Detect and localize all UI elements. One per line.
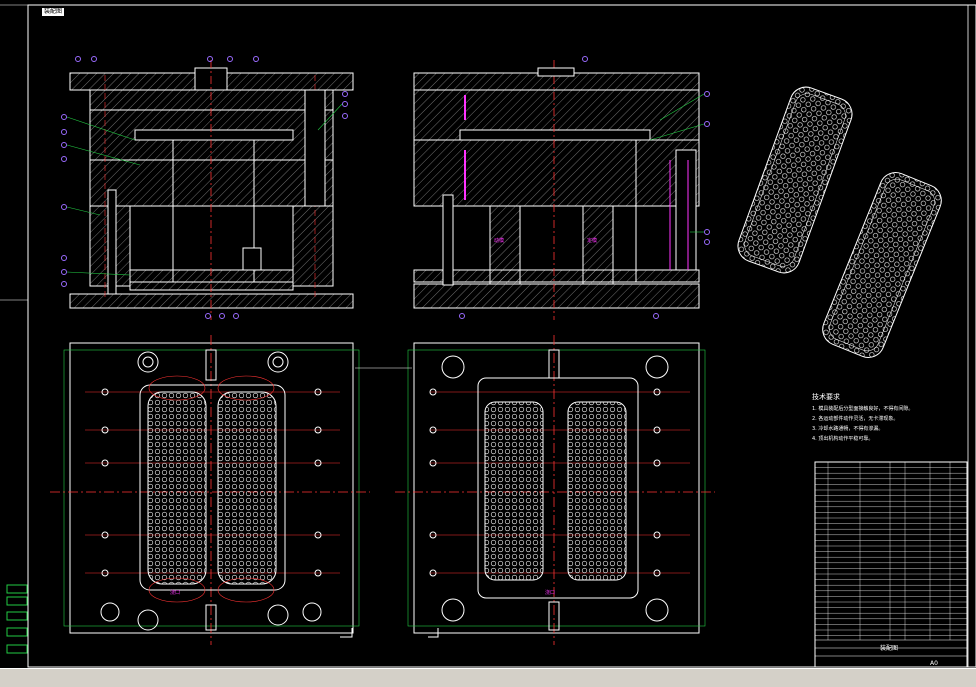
sheet-size: A0 — [930, 660, 938, 667]
balloons-b — [459, 56, 710, 319]
product-isometric-bottom — [822, 172, 942, 358]
label-center-a: 浇口 — [170, 589, 180, 596]
plan-view-b: 浇口 — [395, 335, 715, 645]
product-isometric-top — [737, 86, 853, 274]
section-view-a — [69, 60, 354, 320]
label-side-a: 动模 — [494, 237, 504, 244]
parts-list-table — [814, 461, 968, 668]
label-side-b: 定模 — [587, 237, 597, 244]
status-bar — [0, 668, 976, 687]
note-3: 3. 冷却水路通畅，不得有渗漏。 — [812, 425, 883, 432]
note-2: 2. 各运动部件动作灵活，无卡滞现象。 — [812, 415, 898, 422]
left-edge-marks — [0, 299, 28, 654]
technical-notes: 技术要求 1. 模具装配后分型面接触良好，不得有间隙。 2. 各运动部件动作灵活… — [812, 392, 913, 442]
label-center-b: 浇口 — [545, 589, 555, 596]
title-block-name: 装配图 — [880, 644, 898, 652]
note-1: 1. 模具装配后分型面接触良好，不得有间隙。 — [812, 405, 913, 412]
plan-view-a: 浇口 — [50, 335, 370, 645]
notes-heading: 技术要求 — [812, 392, 840, 401]
note-4: 4. 顶出机构动作平稳可靠。 — [812, 435, 873, 442]
cad-drawing-canvas[interactable]: 动模 定模 — [0, 0, 976, 668]
section-view-b: 动模 定模 — [413, 60, 700, 320]
balloons-a — [61, 56, 348, 319]
drawing-tag: 装配图 — [42, 8, 65, 16]
